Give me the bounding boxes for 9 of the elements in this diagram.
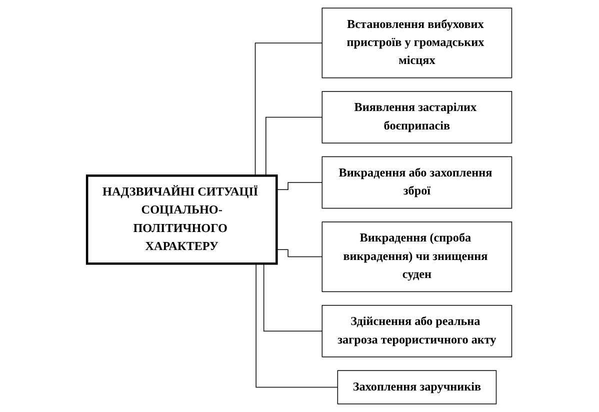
node-box: Викрадення (спроба викрадення) чи знищення суден [322,222,512,292]
node-box: Здійснення або реальна загроза терористичного акту [322,304,512,358]
node-box: Захоплення заручників [337,370,497,404]
connector [276,249,323,258]
connector [276,182,323,190]
node-box: НАДЗВИЧАЙНІ СИТУАЦІЇ СОЦІАЛЬНО-ПОЛІТИЧНОГО ХАРАКТЕРУ [86,174,278,265]
node-box: Встановлення вибухових пристроїв у громадських місцях [322,8,512,78]
node-box: Виявлення застарілих боєприпасів [322,91,512,144]
node-box: Викрадення або захоплення зброї [322,156,512,209]
